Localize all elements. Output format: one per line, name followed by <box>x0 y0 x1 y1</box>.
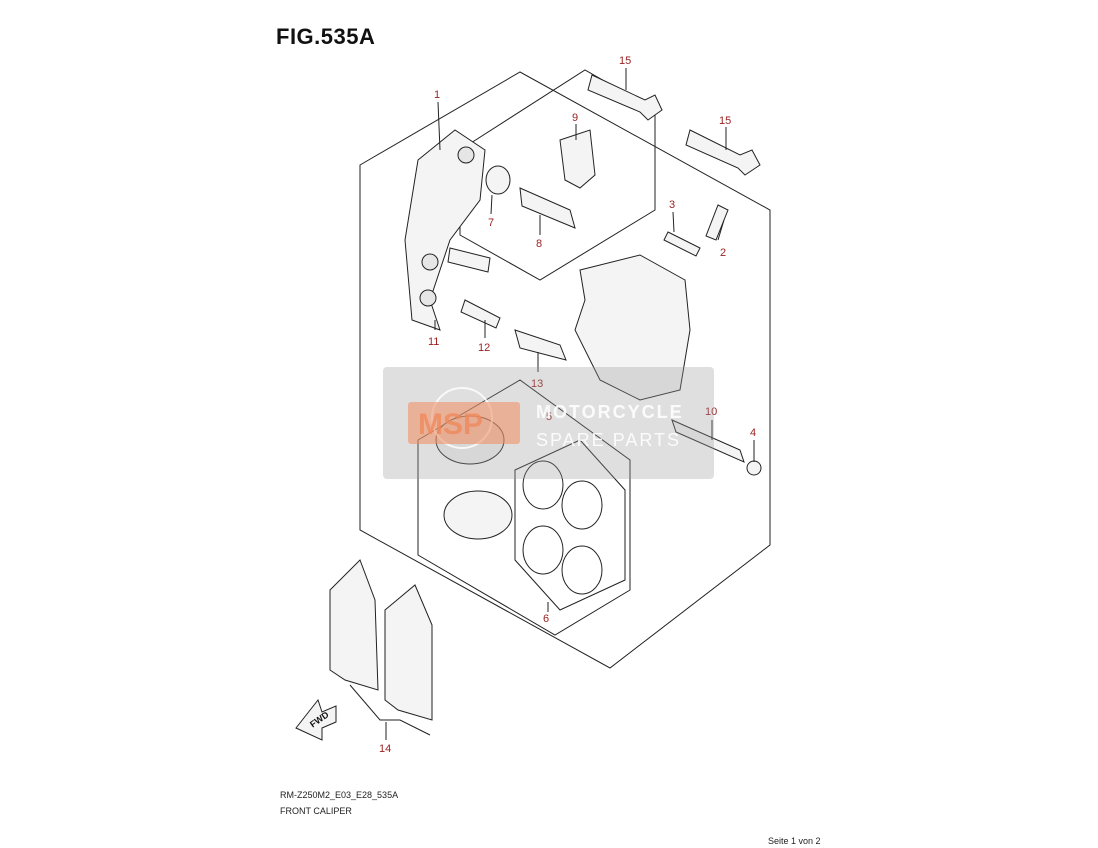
watermark-line1: MOTORCYCLE <box>536 402 684 422</box>
seal-kit-outline <box>417 379 631 636</box>
callout-14: 14 <box>379 743 391 755</box>
bolt-13 <box>514 329 567 361</box>
callout-11: 11 <box>428 336 439 348</box>
caliper-body <box>574 254 691 401</box>
caliper-pin <box>519 187 576 229</box>
callout-8: 8 <box>536 238 542 250</box>
figure-caption: FRONT CALIPER <box>280 806 352 816</box>
seal <box>522 525 564 575</box>
brake-pad <box>329 559 379 691</box>
piston <box>443 490 513 540</box>
bracket-hole <box>419 289 437 307</box>
rod <box>671 419 745 463</box>
watermark-logo-bg <box>408 402 520 444</box>
callout-15b: 15 <box>719 115 731 127</box>
bracket-hole <box>421 253 439 271</box>
callout-13: 13 <box>531 378 543 390</box>
assembly-outline <box>359 71 771 669</box>
page-indicator: Seite 1 von 2 <box>768 836 821 846</box>
figure-code: RM-Z250M2_E03_E28_535A <box>280 790 399 800</box>
clip <box>663 231 701 257</box>
bolt <box>685 129 761 176</box>
callout-2: 2 <box>720 247 726 259</box>
seal <box>522 460 564 510</box>
caliper-bracket <box>404 129 486 331</box>
callout-9: 9 <box>572 112 578 124</box>
boot <box>485 165 511 195</box>
callout-6: 6 <box>543 613 549 625</box>
pad-retainer <box>447 247 491 273</box>
bolt <box>587 74 663 121</box>
callout-3: 3 <box>669 199 675 211</box>
callout-7: 7 <box>488 217 494 229</box>
watermark-line2: SPARE PARTS <box>536 430 681 450</box>
seal <box>561 480 603 530</box>
callout-1: 1 <box>434 89 440 101</box>
watermark-box <box>383 367 714 479</box>
cap <box>746 460 762 476</box>
seal <box>561 545 603 595</box>
watermark-logo: MSP <box>418 408 483 441</box>
seal-plate <box>514 439 626 611</box>
bracket-hole <box>457 146 475 164</box>
bleeder-valve <box>705 204 729 241</box>
pad-spring <box>559 129 596 189</box>
figure-title: FIG.535A <box>276 24 376 49</box>
forward-arrow-icon <box>295 698 337 741</box>
callout-5: 5 <box>546 411 552 423</box>
sub-outline-upper <box>459 69 656 281</box>
callout-12: 12 <box>478 342 490 354</box>
callout-4: 4 <box>750 427 756 439</box>
brake-pad <box>384 584 433 721</box>
callout-10: 10 <box>705 406 717 418</box>
callout-15: 15 <box>619 55 631 67</box>
bolt-12 <box>460 299 501 329</box>
pad-bracket-line <box>349 684 431 736</box>
